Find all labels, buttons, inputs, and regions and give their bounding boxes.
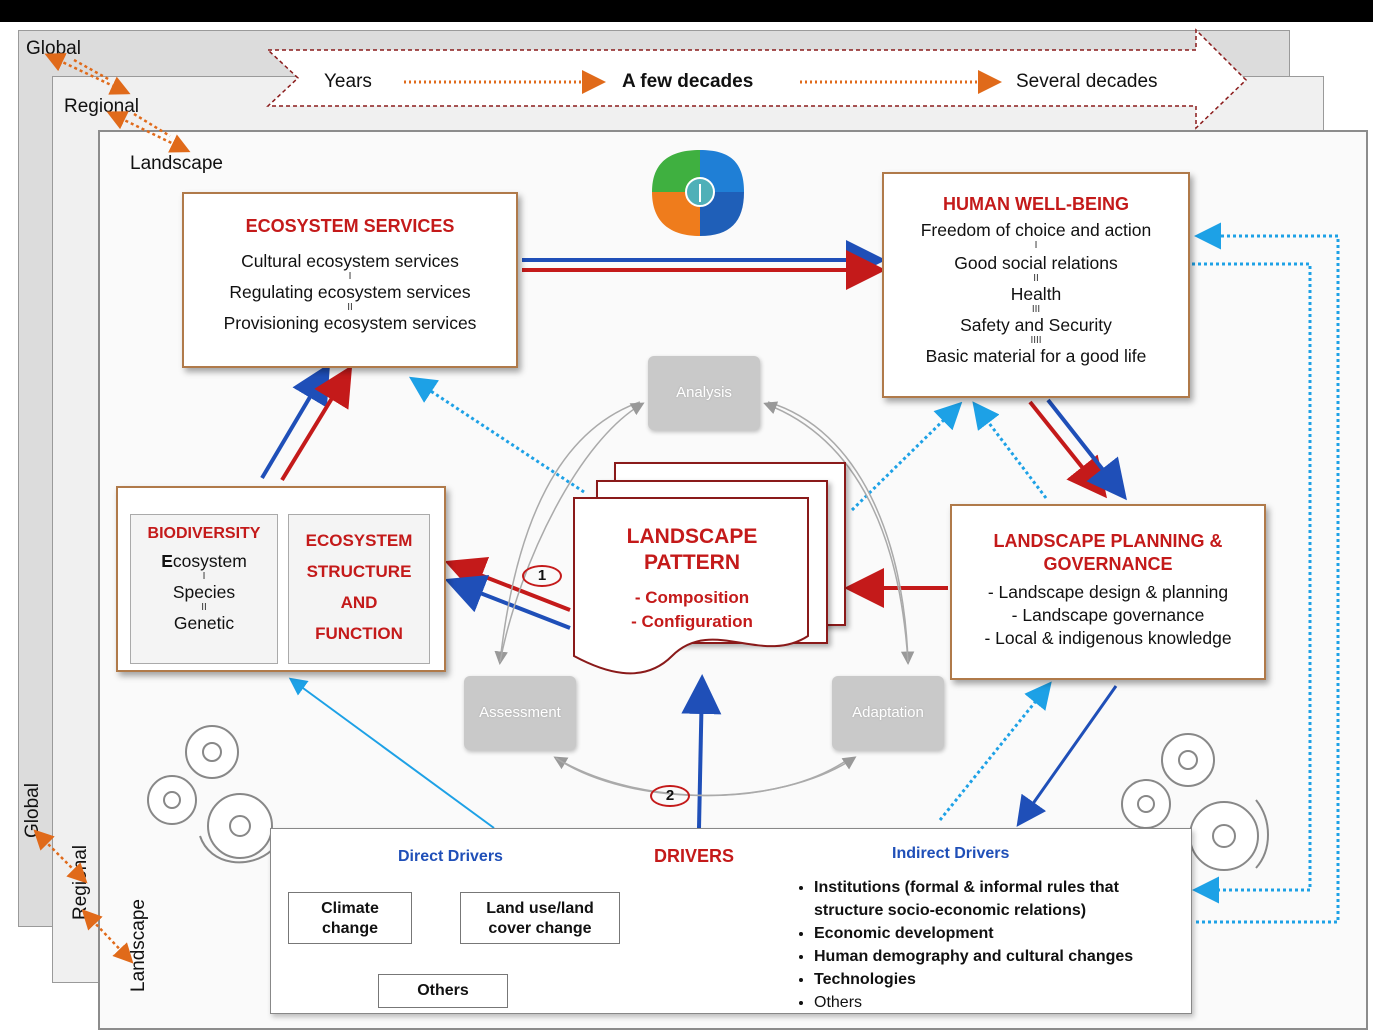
human-wellbeing-box: HUMAN WELL-BEING Freedom of choice and a… <box>882 172 1190 398</box>
ecosystem-structure-box: ECOSYSTEM STRUCTURE AND FUNCTION <box>288 514 430 664</box>
bio-item-ecosystem: Ecosystem <box>161 551 247 571</box>
hwb-sep-2: II <box>1033 273 1039 284</box>
hwb-sep-4: IIII <box>1030 335 1042 346</box>
hwb-sep-1: I <box>1034 240 1038 251</box>
timeline-end: Several decades <box>1016 71 1158 92</box>
lpg-item-governance: - Landscape governance <box>1011 605 1205 625</box>
landscape-planning-box: LANDSCAPE PLANNING & GOVERNANCE - Landsc… <box>950 504 1266 680</box>
lpg-item-knowledge: - Local & indigenous knowledge <box>984 628 1232 648</box>
landscape-pattern-title: LANDSCAPE PATTERN <box>626 525 758 574</box>
hwb-item-freedom: Freedom of choice and action <box>920 220 1152 240</box>
hwb-item-social: Good social relations <box>954 253 1118 273</box>
timeline-arrow-shape <box>266 28 1248 130</box>
hwb-sep-3: III <box>1031 304 1041 315</box>
ecosystem-services-title: ECOSYSTEM SERVICES <box>245 216 455 236</box>
es-sep-1: I <box>348 271 352 282</box>
direct-drivers-title: Direct Drivers <box>398 848 503 865</box>
bio-sep-1: I <box>202 571 206 582</box>
gears-right-icon <box>1121 733 1269 871</box>
step-marker-2: 2 <box>650 785 690 807</box>
indirect-item-technologies: Technologies <box>814 968 1204 991</box>
hwb-item-health: Health <box>1010 284 1062 304</box>
step-marker-1: 1 <box>522 565 562 587</box>
ecosystem-services-box: ECOSYSTEM SERVICES Cultural ecosystem se… <box>182 192 518 368</box>
landscape-planning-title: LANDSCAPE PLANNING & GOVERNANCE <box>993 531 1223 574</box>
gears-left-icon <box>147 725 273 864</box>
bio-item-species: Species <box>172 582 236 602</box>
cycle-arrow-bottom <box>553 756 851 797</box>
timeline-middle: A few decades <box>622 71 754 92</box>
lp-item-configuration: - Configuration <box>631 612 753 631</box>
landscape-pattern-box: LANDSCAPE PATTERN - Composition - Config… <box>574 524 810 632</box>
bio-item-genetic: Genetic <box>173 613 235 633</box>
drivers-title: DRIVERS <box>654 846 735 866</box>
hwb-item-safety: Safety and Security <box>960 315 1112 335</box>
indirect-item-demography: Human demography and cultural changes <box>814 945 1204 968</box>
es-item-cultural: Cultural ecosystem services <box>241 251 459 271</box>
ipbes-logo-icon <box>652 150 744 236</box>
top-black-bar <box>0 0 1373 22</box>
timeline-start: Years <box>324 71 372 92</box>
lpg-item-design: - Landscape design & planning <box>987 582 1229 602</box>
ecosystem-structure-title: ECOSYSTEM STRUCTURE AND FUNCTION <box>305 531 413 643</box>
indirect-item-others: Others <box>814 991 1204 1014</box>
cycle-arrow-right <box>767 401 915 665</box>
bio-sep-2: II <box>201 602 207 613</box>
adaptation-box: Adaptation <box>832 676 944 750</box>
es-item-regulating: Regulating ecosystem services <box>229 282 471 302</box>
indirect-item-institutions: Institutions (formal & informal rules th… <box>814 876 1204 922</box>
assessment-box: Assessment <box>464 676 576 750</box>
cycle-arrow-left <box>494 401 641 665</box>
indirect-item-economic: Economic development <box>814 922 1204 945</box>
indirect-drivers-list: Institutions (formal & informal rules th… <box>790 876 1204 1014</box>
hwb-item-basic: Basic material for a good life <box>925 346 1147 366</box>
scale-label-landscape-top: Landscape <box>130 153 223 174</box>
others-box: Others <box>378 974 508 1008</box>
landscape-pattern-page-1-shape <box>573 497 809 675</box>
lp-item-composition: - Composition <box>634 588 750 607</box>
es-sep-2: II <box>347 302 353 313</box>
analysis-box: Analysis <box>648 356 760 430</box>
biodiversity-title: BIODIVERSITY <box>147 525 261 542</box>
indirect-drivers-title: Indirect Drivers <box>892 845 1010 862</box>
biodiversity-box: BIODIVERSITY Ecosystem I Species II Gene… <box>130 514 278 664</box>
human-wellbeing-title: HUMAN WELL-BEING <box>943 194 1129 214</box>
es-item-provisioning: Provisioning ecosystem services <box>223 313 477 333</box>
